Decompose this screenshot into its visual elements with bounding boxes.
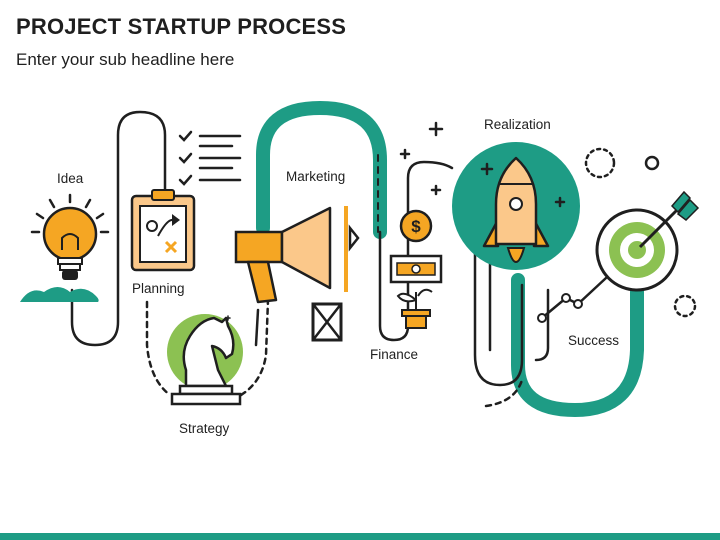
stage-label-strategy: Strategy <box>179 421 230 436</box>
target-arrow-icon <box>595 190 700 292</box>
megaphone-icon <box>234 206 360 342</box>
stage-label-finance: Finance <box>370 347 419 362</box>
footer-accent-bar <box>0 533 720 540</box>
svg-text:$: $ <box>411 217 421 236</box>
stage-label-success: Success <box>568 333 620 348</box>
lightbulb-icon <box>20 193 110 302</box>
decorative-sparkles <box>225 121 697 321</box>
stage-label-marketing: Marketing <box>286 169 346 184</box>
stage-label-planning: Planning <box>132 281 185 296</box>
checklist-icon <box>178 130 242 186</box>
stage-label-idea: Idea <box>57 171 84 186</box>
stage-label-realization: Realization <box>484 117 551 132</box>
page-title: PROJECT STARTUP PROCESS <box>16 14 347 39</box>
chess-knight-icon <box>167 314 243 406</box>
money-icon: $ <box>389 209 443 329</box>
rocket-icon <box>452 142 580 270</box>
page-subtitle: Enter your sub headline here <box>16 50 235 69</box>
clipboard-plan-icon <box>130 189 196 272</box>
process-path <box>70 100 644 418</box>
